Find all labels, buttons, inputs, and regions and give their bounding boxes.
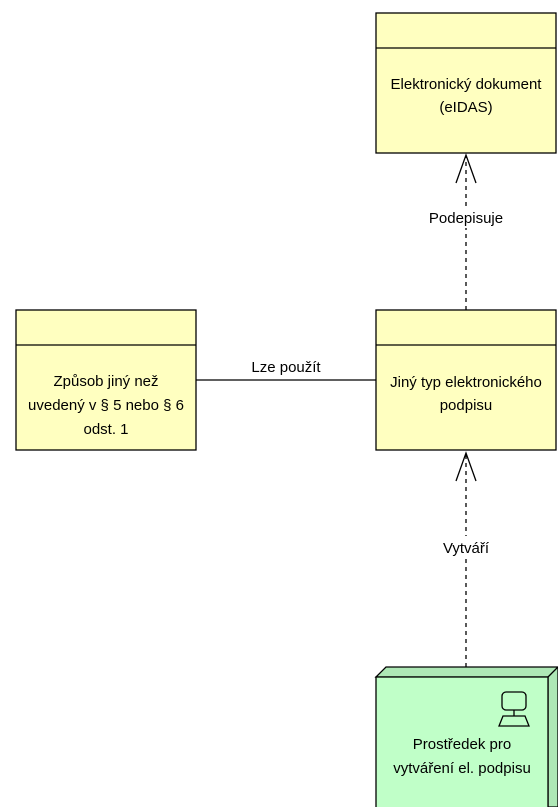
node-title-line-3: odst. 1	[83, 421, 128, 438]
node-title-line-2: podpisu	[440, 397, 493, 414]
connection-podepisuje[interactable]: Podepisuje	[420, 153, 512, 310]
node-title-line-1: Jiný typ elektronického	[390, 374, 542, 391]
connection-lze-pouzit[interactable]: Lze použít	[196, 359, 376, 381]
node-title-line-2: (eIDAS)	[439, 99, 492, 116]
connection-vytvari[interactable]: Vytváří	[430, 451, 502, 667]
vytvari-label: Vytváří	[443, 540, 490, 557]
node-title-line-1: Prostředek pro	[413, 736, 511, 753]
open-arrow-head-icon	[455, 451, 477, 482]
computer-icon	[498, 691, 530, 727]
node-title-line-1: Elektronický dokument	[391, 76, 543, 93]
node-title-line-1: Způsob jiný než	[53, 373, 158, 390]
open-arrow-head-icon	[455, 153, 477, 184]
node-jiny-typ-podpisu[interactable]: Jiný typ elektronického podpisu	[375, 309, 557, 451]
node-zpusob-jiny[interactable]: Způsob jiný než uvedený v § 5 nebo § 6 o…	[15, 309, 197, 451]
node-title-line-2: vytváření el. podpisu	[393, 760, 531, 777]
lze-pouzit-label: Lze použít	[251, 359, 321, 376]
node-title-line-2: uvedený v § 5 nebo § 6	[28, 397, 184, 414]
node-elektronicky-dokument[interactable]: Elektronický dokument (eIDAS)	[375, 12, 557, 154]
podepisuje-label: Podepisuje	[429, 210, 503, 227]
node-prostredek[interactable]: Prostředek pro vytváření el. podpisu	[374, 666, 558, 807]
